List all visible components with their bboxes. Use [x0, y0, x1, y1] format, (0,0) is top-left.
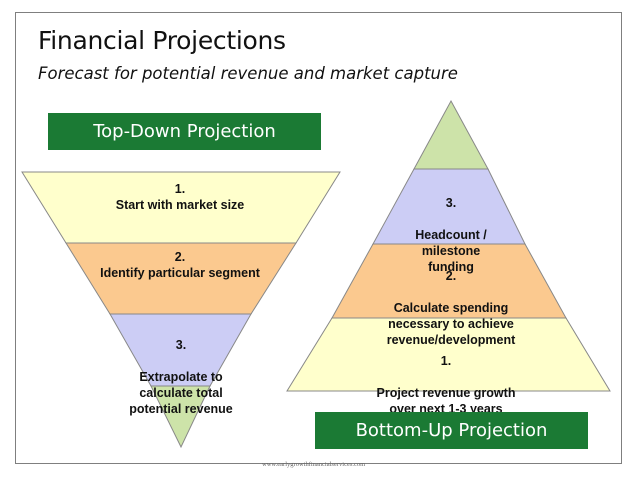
top-down-step-1: 1. Start with market size [80, 181, 280, 213]
step-number: 1. [174, 182, 186, 196]
step-number: 1. [440, 354, 452, 368]
step-text: Identify particular segment [100, 266, 260, 280]
step-number: 3. [175, 338, 187, 352]
step-number: 3. [445, 196, 457, 210]
step-text: Calculate spending necessary to achieve … [386, 301, 516, 347]
footer-url: www.earlygrowthfinancialservices.com [262, 461, 366, 468]
step-number: 2. [174, 250, 186, 264]
page-title: Financial Projections [38, 26, 286, 55]
step-text: Headcount / milestone funding [415, 228, 487, 274]
step-text: Start with market size [115, 198, 245, 212]
top-down-tip [150, 385, 211, 449]
step-text: Project revenue growth over next 1-3 yea… [376, 386, 516, 416]
top-down-step-3: 3. Extrapolate to calculate total potent… [106, 321, 256, 433]
bottom-up-banner: Bottom-Up Projection [315, 412, 588, 449]
bottom-up-step-1: 1. Project revenue growth over next 1-3 … [351, 337, 541, 433]
slide-frame [15, 12, 622, 464]
step-number: 2. [445, 269, 457, 283]
bottom-up-step-3: 3. Headcount / milestone funding [391, 179, 511, 291]
page-subtitle: Forecast for potential revenue and marke… [38, 64, 458, 83]
bottom-up-layer-1 [286, 317, 611, 392]
top-down-step-2: 2. Identify particular segment [80, 249, 280, 281]
bottom-up-step-2: 2. Calculate spending necessary to achie… [361, 252, 541, 364]
bottom-up-tip [413, 99, 489, 170]
top-down-banner: Top-Down Projection [48, 113, 321, 150]
step-text: Extrapolate to calculate total potential… [129, 370, 233, 416]
